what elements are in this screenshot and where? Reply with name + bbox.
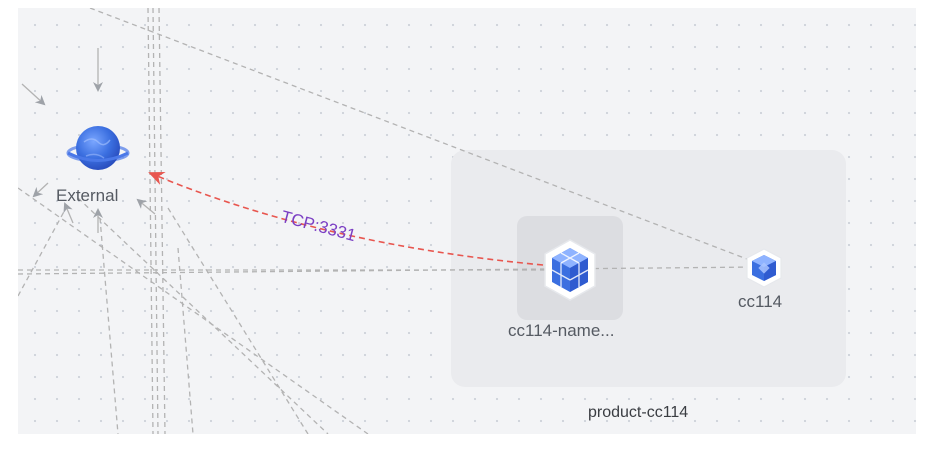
edge-line bbox=[147, 8, 154, 434]
topology-canvas[interactable]: TCP:3331 External bbox=[18, 8, 916, 434]
edge-line bbox=[89, 8, 761, 265]
node-label-cc114-namespace: cc114-name... bbox=[508, 321, 615, 340]
highlighted-edge-tcp[interactable] bbox=[148, 171, 544, 266]
edge-line bbox=[18, 266, 761, 275]
edge-line bbox=[158, 8, 166, 434]
node-label-external: External bbox=[56, 186, 119, 205]
edge-line bbox=[167, 207, 309, 434]
edge-line bbox=[99, 217, 119, 434]
group-label-product-cc114: product-cc114 bbox=[588, 404, 689, 421]
globe-icon bbox=[66, 126, 130, 170]
node-cc114[interactable] bbox=[745, 248, 783, 288]
edge-arrow bbox=[32, 182, 49, 198]
edge-arrow bbox=[63, 202, 74, 224]
edge-line bbox=[18, 207, 67, 297]
node-label-cc114: cc114 bbox=[738, 292, 783, 311]
cube-icon bbox=[746, 248, 782, 288]
edge-arrow bbox=[136, 198, 156, 215]
edge-line bbox=[152, 8, 159, 434]
edge-line bbox=[77, 197, 329, 434]
edge-line bbox=[177, 247, 194, 434]
node-external[interactable] bbox=[58, 120, 138, 180]
cube-cluster-icon bbox=[544, 239, 596, 301]
node-cc114-namespace[interactable] bbox=[541, 238, 599, 302]
edge-arrow bbox=[21, 83, 46, 106]
edge-layer bbox=[18, 8, 761, 434]
